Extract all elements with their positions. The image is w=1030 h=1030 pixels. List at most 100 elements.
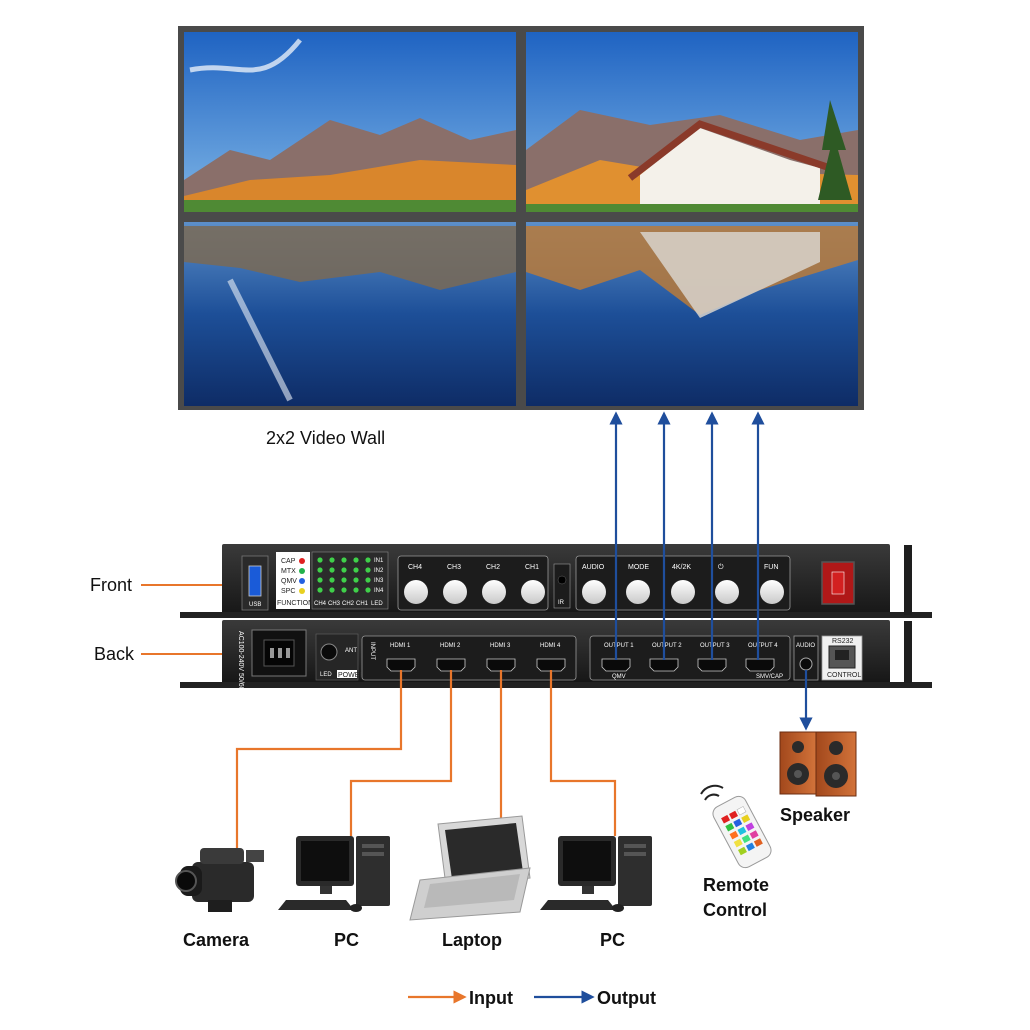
hdmi-out-port-2[interactable]	[649, 658, 679, 672]
ch-label-1: CH1	[525, 564, 539, 571]
screen-bottom-left	[184, 222, 516, 406]
hdmi-in-port-4[interactable]	[536, 658, 566, 672]
4k2k-button[interactable]	[671, 580, 695, 604]
hdmi-out-label-2: OUTPUT 2	[652, 643, 682, 649]
hdmi-in-label-1: HDMI 1	[390, 643, 411, 649]
matrix-row-in4: IN4	[374, 588, 384, 594]
remote-label-line1: Remote	[703, 875, 769, 895]
mode-button[interactable]	[626, 580, 650, 604]
usb-port[interactable]	[248, 565, 262, 597]
hdmi-out-port-4[interactable]	[745, 658, 775, 672]
ch4-button[interactable]	[404, 580, 428, 604]
video-wall-label: 2x2 Video Wall	[266, 428, 385, 448]
legend: Input Output	[408, 988, 656, 1008]
back-panel: AC100-240V 50/60HZ ANT LED POWER INPUT H…	[180, 620, 932, 701]
mode-cap: CAP	[281, 558, 296, 565]
input-line-pc2	[549, 670, 617, 836]
fn-label-4k2k: 4K/2K	[672, 564, 691, 571]
led-label: LED	[320, 672, 332, 678]
laptop-icon	[409, 815, 531, 921]
ir-label: IR	[558, 600, 565, 606]
fn-label-mode: MODE	[628, 564, 649, 571]
audio-button[interactable]	[582, 580, 606, 604]
legend-input-label: Input	[469, 988, 513, 1008]
laptop-label: Laptop	[442, 930, 502, 950]
camera-icon	[175, 848, 264, 912]
matrix-col-led: LED	[371, 601, 383, 607]
fun-button[interactable]	[760, 580, 784, 604]
mode-mtx: MTX	[281, 568, 296, 575]
speaker-label: Speaker	[780, 805, 850, 825]
hdmi-out-label-4: OUTPUT 4	[748, 643, 778, 649]
ant-label: ANT	[345, 648, 357, 654]
matrix-row-in3: IN3	[374, 578, 384, 584]
pc-icon-1	[278, 836, 390, 912]
hdmi-output-block	[589, 635, 791, 681]
led-matrix	[311, 551, 389, 610]
input-line-camera	[235, 670, 403, 850]
hdmi-out-label-3: OUTPUT 3	[700, 643, 730, 649]
ch1-button[interactable]	[521, 580, 545, 604]
hdmi-in-port-3[interactable]	[486, 658, 516, 672]
ch3-button[interactable]	[443, 580, 467, 604]
matrix-col-ch3: CH3	[328, 601, 341, 607]
function-label: FUNCTION	[277, 600, 313, 607]
front-label: Front	[90, 575, 132, 595]
matrix-row-in2: IN2	[374, 568, 384, 574]
hdmi-in-label-3: HDMI 3	[490, 643, 511, 649]
output-connections	[609, 411, 813, 731]
pc2-label: PC	[600, 930, 625, 950]
matrix-col-ch1: CH1	[356, 601, 369, 607]
rs232-label: RS232	[832, 638, 854, 645]
out4-sub-label: SMV/CAP	[756, 674, 783, 680]
fn-label-power: ⏻	[718, 563, 724, 571]
hdmi-out-label-1: OUTPUT 1	[604, 643, 634, 649]
control-label: CONTROL	[827, 672, 861, 679]
ch-label-2: CH2	[486, 564, 500, 571]
power-rating: AC100-240V 50/60HZ	[237, 631, 244, 701]
screen-bottom-right	[526, 222, 858, 406]
fn-label-audio: AUDIO	[582, 564, 605, 571]
legend-output-label: Output	[597, 988, 656, 1008]
ir-sensor-icon	[557, 575, 567, 585]
hdmi-out-port-1[interactable]	[601, 658, 631, 672]
speaker-icon	[779, 731, 857, 797]
matrix-col-ch2: CH2	[342, 601, 355, 607]
out1-sub-label: QMV	[612, 674, 626, 680]
power-button[interactable]	[715, 580, 739, 604]
screen-top-left	[184, 32, 516, 212]
channel-panel	[397, 555, 549, 611]
hdmi-in-port-2[interactable]	[436, 658, 466, 672]
video-wall	[178, 26, 864, 410]
back-label: Back	[94, 644, 135, 664]
hdmi-input-block	[361, 635, 577, 681]
hdmi-in-label-4: HDMI 4	[540, 643, 561, 649]
antenna-connector-icon[interactable]	[320, 643, 338, 661]
mode-qmv: QMV	[281, 578, 297, 585]
matrix-col-ch4: CH4	[314, 601, 327, 607]
input-connections	[235, 670, 617, 850]
hdmi-in-port-1[interactable]	[386, 658, 416, 672]
hdmi-out-port-3[interactable]	[697, 658, 727, 672]
front-panel: USB CAP MTX QMV SPC FUNCTION IN1 IN2 IN3…	[180, 544, 932, 618]
led-matrix-dots	[317, 557, 371, 593]
input-label: INPUT	[369, 642, 375, 660]
screen-top-right	[526, 32, 858, 212]
fn-label-fun: FUN	[764, 564, 778, 571]
ch-label-3: CH3	[447, 564, 461, 571]
pc1-label: PC	[334, 930, 359, 950]
camera-label: Camera	[183, 930, 250, 950]
mode-led-mtx	[299, 568, 305, 574]
ch-label-4: CH4	[408, 564, 422, 571]
hdmi-in-label-2: HDMI 2	[440, 643, 461, 649]
power-label: POWER	[338, 672, 364, 679]
audio-label: AUDIO	[796, 643, 815, 649]
audio-jack[interactable]	[799, 657, 813, 671]
matrix-row-in1: IN1	[374, 558, 384, 564]
mode-led-cap	[299, 558, 305, 564]
input-line-pc1	[349, 670, 453, 836]
ir-window	[553, 563, 571, 609]
usb-label: USB	[249, 602, 261, 608]
ch2-button[interactable]	[482, 580, 506, 604]
